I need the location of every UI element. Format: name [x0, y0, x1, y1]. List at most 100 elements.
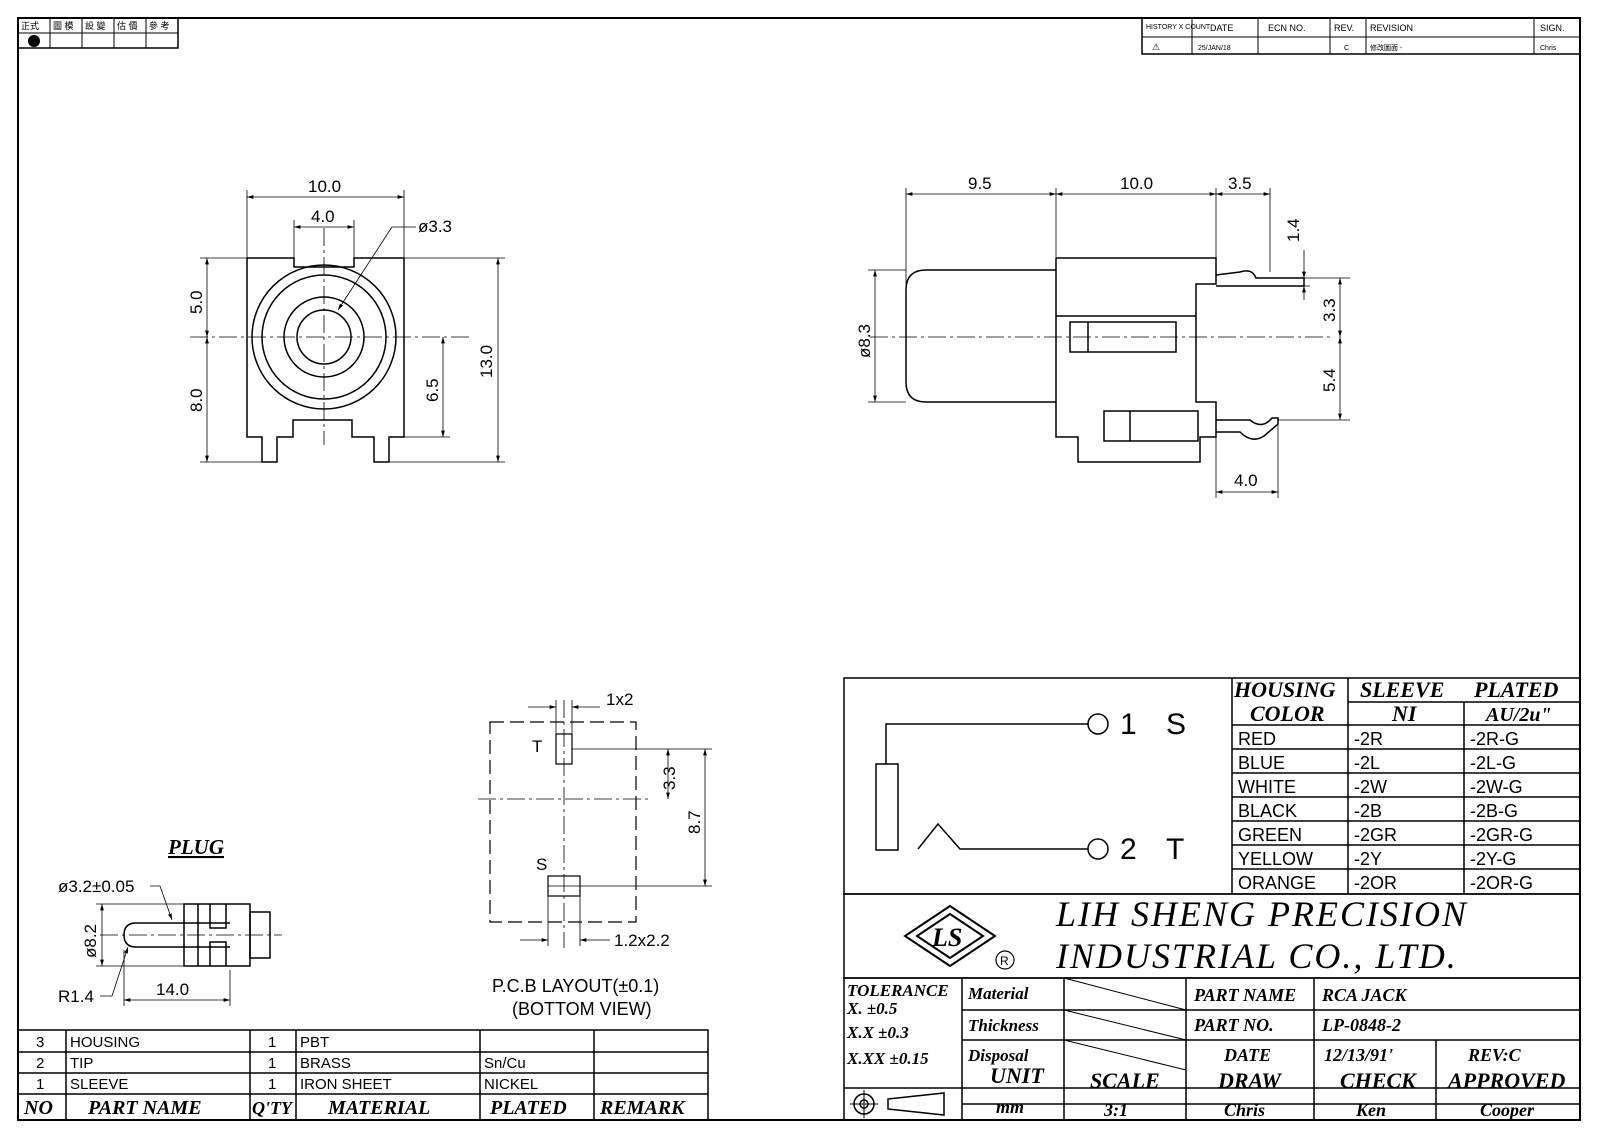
bom-no-cell: 2	[36, 1055, 44, 1072]
sleeve-au-cell: -2R-G	[1470, 729, 1519, 749]
bom-part-name-cell: TIP	[70, 1055, 93, 1072]
warning-icon: ⚠	[1152, 42, 1160, 52]
side-dim-5-4: 5.4	[1320, 368, 1339, 392]
bom-table	[17, 1029, 709, 1121]
bom-plated-cell: NICKEL	[484, 1076, 538, 1093]
history-revision: 修改圖面 -	[1370, 43, 1403, 52]
color-name-cell: BLUE	[1238, 753, 1285, 773]
date-value: 12/13/91'	[1324, 1045, 1393, 1065]
disposal-label: Disposal	[967, 1046, 1029, 1065]
part-name-label: PART NAME	[1193, 985, 1296, 1005]
title-block	[843, 977, 1581, 1121]
bom-header: Q'TY	[252, 1098, 294, 1118]
front-dim-inner: 4.0	[311, 207, 335, 226]
side-dim-front: 9.5	[968, 174, 992, 193]
color-name-cell: GREEN	[1238, 825, 1302, 845]
revision-value: REV:C	[1467, 1045, 1522, 1065]
color-table-header: HOUSING	[1233, 677, 1336, 702]
sleeve-ni-cell: -2W	[1354, 777, 1387, 797]
side-dim-body: 10.0	[1120, 174, 1153, 193]
schematic	[875, 713, 1109, 860]
thickness-label: Thickness	[968, 1016, 1039, 1035]
sleeve-au-cell: -2W-G	[1470, 777, 1523, 797]
bom-no-cell: 3	[36, 1034, 44, 1051]
company-name-line2: INDUSTRIAL CO., LTD.	[1055, 936, 1458, 976]
tolerance-x: X. ±0.5	[846, 999, 898, 1018]
unit-label: UNIT	[990, 1063, 1045, 1088]
plug-drawing	[96, 885, 282, 1006]
color-table-rows: RED-2R-2R-GBLUE-2L-2L-GWHITE-2W-2W-GBLAC…	[1238, 729, 1533, 893]
front-view	[190, 190, 505, 463]
plug-dim-length: 14.0	[156, 980, 189, 999]
plug-dim-diam: ø8.2	[81, 924, 100, 958]
pcb-dim-pad-t: 1x2	[606, 690, 633, 709]
color-table	[1231, 678, 1580, 894]
side-dim-4-0: 4.0	[1234, 471, 1258, 490]
bom-material-cell: BRASS	[300, 1055, 351, 1072]
history-header: DATE	[1210, 23, 1233, 33]
front-dim-height: 13.0	[477, 345, 496, 378]
color-name-cell: BLACK	[1238, 801, 1297, 821]
side-dim-3-3: 3.3	[1320, 298, 1339, 322]
stamp-dot	[28, 35, 40, 47]
color-table-header: PLATED	[1473, 677, 1558, 702]
sheet-border	[17, 17, 1581, 1121]
bom-qty-cell: 1	[268, 1076, 276, 1093]
bom-header: PLATED	[489, 1097, 567, 1119]
bom-no-cell: 1	[36, 1076, 44, 1093]
history-header: HISTORY X COUNT	[1146, 24, 1211, 31]
bom-qty-cell: 1	[268, 1055, 276, 1072]
date-label: DATE	[1223, 1045, 1271, 1065]
bom-header: NO	[23, 1097, 53, 1119]
approved-label: APPROVED	[1446, 1068, 1565, 1093]
sleeve-ni-cell: -2L	[1354, 753, 1380, 773]
draw-value: Chris	[1224, 1100, 1265, 1120]
schematic-pin1: 1	[1120, 708, 1137, 741]
part-no-label: PART NO.	[1193, 1015, 1274, 1035]
color-table-header: AU/2u"	[1484, 704, 1552, 726]
stamp-label: 設 變	[85, 20, 106, 31]
stamp-label: 參 考	[149, 20, 170, 31]
sleeve-ni-cell: -2GR	[1354, 825, 1397, 845]
history-header: ECN NO.	[1268, 23, 1306, 33]
bom-material-cell: IRON SHEET	[300, 1076, 392, 1093]
tolerance-label: TOLERANCE	[847, 981, 949, 1000]
history-header: REV.	[1334, 23, 1354, 33]
tolerance-xx: X.X ±0.3	[846, 1023, 909, 1042]
check-value: Ken	[1355, 1100, 1386, 1120]
draw-label: DRAW	[1217, 1068, 1282, 1093]
schematic-pin2-label: T	[1166, 833, 1184, 866]
part-name-value: RCA JACK	[1321, 985, 1409, 1005]
color-table-header: NI	[1391, 701, 1418, 726]
tolerance-xxx: X.XX ±0.15	[846, 1049, 929, 1068]
sleeve-ni-cell: -2Y	[1354, 849, 1382, 869]
color-name-cell: RED	[1238, 729, 1276, 749]
bom-part-name-cell: HOUSING	[70, 1034, 140, 1051]
bom-header: PART NAME	[87, 1097, 202, 1119]
color-name-cell: WHITE	[1238, 777, 1296, 797]
plug-title: PLUG	[167, 835, 224, 859]
bom-plated-cell: Sn/Cu	[484, 1055, 526, 1072]
pcb-dim-3-3: 3.3	[660, 766, 679, 790]
front-dim-width: 10.0	[308, 177, 341, 196]
plug-dim-tip: ø3.2±0.05	[58, 877, 134, 896]
color-table-header: COLOR	[1250, 701, 1325, 726]
bom-part-name-cell: SLEEVE	[70, 1076, 128, 1093]
bom-header: MATERIAL	[327, 1097, 430, 1119]
pcb-subcaption: (BOTTOM VIEW)	[512, 999, 652, 1019]
front-dim-top: 5.0	[187, 290, 206, 314]
stamp-label: 正式	[21, 20, 39, 31]
svg-text:R: R	[1000, 954, 1009, 968]
pcb-layout	[478, 700, 712, 948]
stamp-box: 正式 圖 模 設 變 估 價 參 考	[17, 17, 179, 49]
history-rev: C	[1344, 45, 1349, 52]
history-box: HISTORY X COUNT DATE ECN NO. REV. REVISI…	[1141, 17, 1581, 55]
history-date: 25/JAN/18	[1198, 45, 1231, 52]
schematic-pin1-label: S	[1166, 708, 1186, 741]
pcb-caption: P.C.B LAYOUT(±0.1)	[492, 976, 659, 996]
history-sign: Chris	[1540, 45, 1557, 52]
company-logo: LS R	[903, 904, 1015, 970]
projection-symbol-icon	[850, 1090, 945, 1118]
check-label: CHECK	[1340, 1068, 1417, 1093]
